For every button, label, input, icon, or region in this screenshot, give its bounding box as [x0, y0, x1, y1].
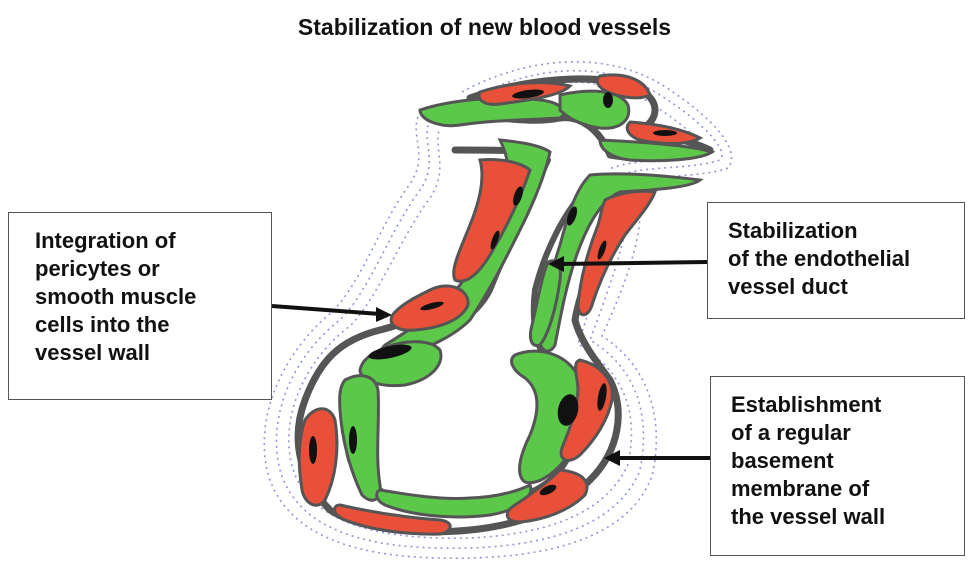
label-endothelial-stabilization: Stabilization of the endothelial vessel …	[707, 202, 965, 319]
label-line: smooth muscle	[35, 283, 259, 311]
label-line: the vessel wall	[731, 503, 952, 531]
label-line: cells into the	[35, 311, 259, 339]
label-line: membrane of	[731, 475, 952, 503]
label-line: of a regular	[731, 419, 952, 447]
arrow-endothelial	[560, 262, 707, 264]
label-line: Establishment	[731, 391, 952, 419]
endothelial-cells	[340, 91, 712, 517]
label-basement-membrane: Establishment of a regular basement memb…	[710, 376, 965, 556]
label-line: of the endothelial	[728, 245, 952, 273]
label-pericyte-integration: Integration of pericytes or smooth muscl…	[8, 212, 272, 400]
label-line: basement	[731, 447, 952, 475]
label-line: vessel wall	[35, 339, 259, 367]
label-line: pericytes or	[35, 255, 259, 283]
label-line: Integration of	[35, 227, 259, 255]
label-line: Stabilization	[728, 217, 952, 245]
label-line: vessel duct	[728, 273, 952, 301]
